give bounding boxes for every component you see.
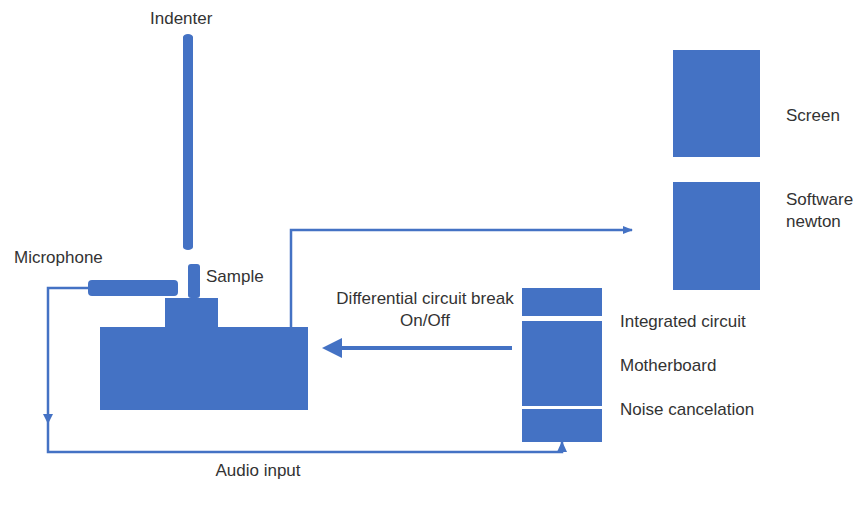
sample-pedestal — [165, 298, 218, 330]
node-label: Indenter — [150, 8, 212, 30]
node-label: Microphone — [14, 247, 103, 269]
indenter-rod: Indenter — [183, 34, 193, 250]
machine-base — [100, 327, 308, 410]
audio-connector — [48, 288, 562, 452]
signal-line — [291, 230, 632, 327]
sample-rod: Sample — [188, 264, 200, 298]
node-label: Motherboard — [620, 355, 716, 377]
node-label: Screen — [786, 105, 840, 127]
motherboard-box: Motherboard — [522, 321, 602, 406]
screen-box: Screen — [673, 50, 760, 157]
signal-label: Differential circuit break On/Off — [330, 288, 520, 332]
node-label: Sample — [206, 266, 264, 288]
software-box: Software newton — [673, 182, 760, 290]
control-arrowhead — [322, 338, 342, 358]
node-label: Noise cancelation — [620, 399, 754, 421]
noise-cancel-box: Noise cancelation — [522, 409, 602, 442]
microphone: Microphone — [88, 280, 178, 296]
node-label: Software newton — [786, 189, 862, 233]
edge-label: Audio input — [215, 460, 300, 482]
circuit-board: Integrated circuit — [522, 288, 602, 316]
node-label: Integrated circuit — [620, 311, 746, 333]
control-arrow-shaft — [338, 346, 512, 350]
